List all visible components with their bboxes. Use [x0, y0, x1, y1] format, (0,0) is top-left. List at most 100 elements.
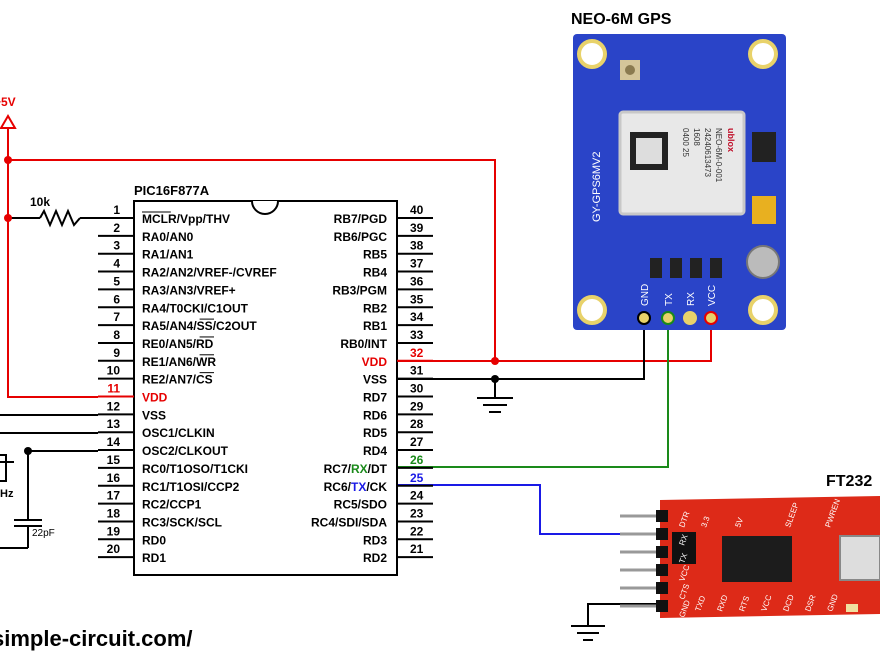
pin-label: RC2/CCP1	[142, 498, 202, 512]
pin-number: 27	[410, 435, 424, 449]
capacitor-label: 22pF	[32, 528, 55, 539]
left-pin-group: 1MCLR/Vpp/THV2RA0/AN03RA1/AN14RA2/AN2/VR…	[98, 203, 277, 565]
antenna-center-icon	[625, 65, 635, 75]
chip-body	[133, 200, 398, 576]
pin-number: 36	[410, 274, 424, 288]
wire-left-stubs	[0, 414, 98, 520]
pin-number: 32	[410, 346, 424, 360]
ft-top-label: 3.3	[699, 515, 711, 529]
pin-label: RA2/AN2/VREF-/CVREF	[142, 266, 277, 280]
pin-label: RA0/AN0	[142, 230, 194, 244]
supply-label: +5V	[0, 95, 16, 109]
resistor-label: 10k	[30, 195, 50, 209]
ft-top-label: 5V	[733, 516, 745, 529]
pin-label: RA3/AN3/VREF+	[142, 283, 236, 297]
resistor-icon	[39, 208, 81, 228]
wire-vdd-32	[397, 318, 712, 362]
pin-label: RB7/PGD	[334, 212, 388, 226]
junction-dot	[491, 375, 499, 383]
pin-number: 30	[410, 382, 424, 396]
gps-chip-text: ublox NEO-6M-0-001 2424061347​3 1608 040…	[681, 128, 736, 183]
pin-number: 19	[107, 524, 121, 538]
pin-label: RD5	[363, 426, 387, 440]
wire-rx	[397, 318, 669, 468]
qr-inner-icon	[636, 138, 662, 164]
pin-label: RA5/AN4/SS/C2OUT	[142, 319, 257, 333]
pin-number: 1	[113, 203, 120, 217]
pic-chip: PIC16F877A	[133, 183, 398, 576]
supply-arrow-icon	[0, 114, 17, 129]
crystal-icon	[0, 454, 7, 482]
gps-pin-pad	[683, 311, 697, 325]
capacitor-part-icon	[752, 196, 776, 224]
regulator-icon	[752, 132, 776, 162]
pin-label: RD2	[363, 551, 387, 565]
ft-pin-base	[656, 528, 668, 540]
gps-pin-pad	[704, 311, 718, 325]
ft-pin-base	[656, 564, 668, 576]
gps-pin-pad	[637, 311, 651, 325]
pin-label: RA4/T0CKI/C1OUT	[142, 301, 249, 315]
pin-number: 13	[107, 417, 121, 431]
chip-text-4: 0400 25	[681, 128, 690, 157]
pin-number: 38	[410, 239, 424, 253]
pin-label: RC4/SDI/SDA	[311, 515, 387, 529]
gps-module: ublox NEO-6M-0-001 2424061347​3 1608 040…	[573, 34, 786, 330]
ft-pin-label: RX	[677, 533, 689, 547]
mount-hole-icon	[577, 295, 607, 325]
pin-number: 22	[410, 524, 424, 538]
gps-pin-pad	[661, 311, 675, 325]
pin-number: 21	[410, 542, 424, 556]
pin-label: MCLR/Vpp/THV	[142, 212, 230, 226]
pin-number: 24	[410, 489, 424, 503]
pin-label: RB0/INT	[340, 337, 387, 351]
pin-number: 37	[410, 257, 424, 271]
pin-label: RE2/AN7/CS	[142, 373, 213, 387]
pin-number: 28	[410, 417, 424, 431]
pin-label: RE1/AN6/WR	[142, 355, 216, 369]
ft-pin-base	[656, 600, 668, 612]
smd-part-icon	[690, 258, 702, 278]
ground-icon	[571, 625, 605, 641]
pin-label: VSS	[142, 408, 166, 422]
pin-label: RB3/PGM	[332, 283, 387, 297]
mount-hole-icon	[748, 295, 778, 325]
gps-pin-label: VCC	[707, 285, 718, 306]
pin-number: 4	[113, 257, 120, 271]
pin-number: 7	[113, 310, 120, 324]
pin-number: 17	[107, 489, 121, 503]
smd-part-icon	[650, 258, 662, 278]
pin-label: RC6/TX/CK	[324, 480, 388, 494]
wire-tx	[397, 484, 660, 535]
smd-part-icon	[670, 258, 682, 278]
pin-label: VSS	[363, 373, 387, 387]
gps-side-label: GY-GPS6MV2	[591, 151, 603, 222]
smd-part-icon	[710, 258, 722, 278]
jumper-icon	[672, 532, 696, 564]
ft-pin-base	[656, 582, 668, 594]
junction-dot	[4, 214, 12, 222]
pin-number: 5	[113, 274, 120, 288]
pin-number: 20	[107, 542, 121, 556]
pin-label: RC7/RX/DT	[324, 462, 388, 476]
chip-notch	[251, 200, 279, 215]
pin-label: VDD	[142, 391, 168, 405]
pin-number: 35	[410, 292, 424, 306]
pin-number: 31	[410, 364, 424, 378]
pin-number: 26	[410, 453, 424, 467]
junction-dot	[4, 156, 12, 164]
pin-label: RA1/AN1	[142, 248, 194, 262]
pin-number: 33	[410, 328, 424, 342]
pin-number: 12	[107, 399, 121, 413]
pin-number: 29	[410, 399, 424, 413]
pin-number: 16	[107, 471, 121, 485]
chip-text-1: NEO-6M-0-001	[714, 128, 723, 183]
capacitor-icon	[0, 519, 42, 549]
pin-number: 6	[113, 292, 120, 306]
battery-icon	[746, 245, 780, 279]
pin-number: 34	[410, 310, 424, 324]
pin-number: 8	[113, 328, 120, 342]
